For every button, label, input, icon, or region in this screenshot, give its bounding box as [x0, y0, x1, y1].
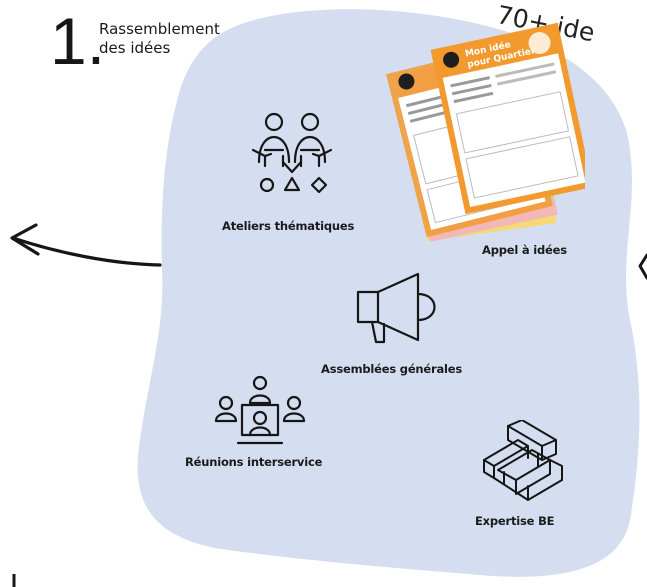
left-arrow-head	[10, 223, 40, 256]
step-title-line2: des idées	[99, 39, 171, 57]
workshop-people-icon	[251, 112, 333, 194]
left-arrow	[11, 236, 162, 267]
label-expertise: Expertise BE	[475, 514, 555, 528]
label-ateliers: Ateliers thématiques	[222, 219, 355, 233]
isometric-structure-icon	[483, 420, 563, 501]
label-reunions: Réunions interservice	[185, 455, 323, 469]
megaphone-icon	[356, 272, 436, 344]
step-title-line1: Rassemblement	[99, 20, 220, 38]
step-number: 1.	[50, 4, 106, 78]
meeting-table-icon	[214, 375, 306, 445]
step-title: Rassemblement des idées	[99, 20, 220, 58]
right-arrow-head-fragment	[638, 253, 647, 280]
label-assemblees: Assemblées générales	[321, 362, 463, 376]
label-appel: Appel à idées	[482, 243, 567, 257]
flyers-image: Mon idée pour Quartier	[386, 22, 585, 242]
